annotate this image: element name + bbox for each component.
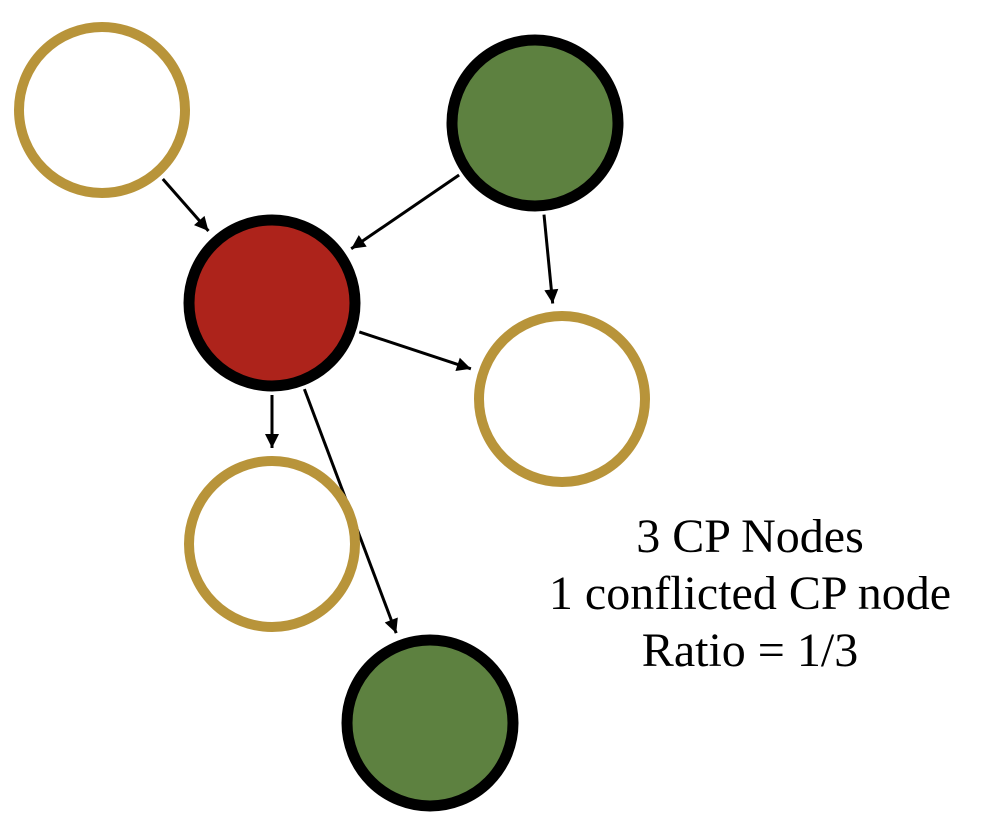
node-plain [14,22,190,198]
caption-line-conflicted-count: 1 conflicted CP node [548,567,952,620]
node-plain [474,311,650,487]
edge-arrow-n3-n4 [358,330,472,372]
caption: 3 CP Nodes 1 conflicted CP node Ratio = … [505,508,995,679]
node-conflicted-cp [183,214,361,392]
caption-line-cp-count: 3 CP Nodes [636,510,864,563]
caption-line-ratio: Ratio = 1/3 [641,624,859,677]
edge-arrow-n2-n4 [542,214,559,304]
node-cp [341,634,519,812]
node-plain [184,456,360,632]
nodes-layer [14,22,650,812]
edge-arrow-n2-n3 [350,173,460,251]
edge-arrow-n1-n3 [161,178,210,232]
node-cp [446,34,624,212]
